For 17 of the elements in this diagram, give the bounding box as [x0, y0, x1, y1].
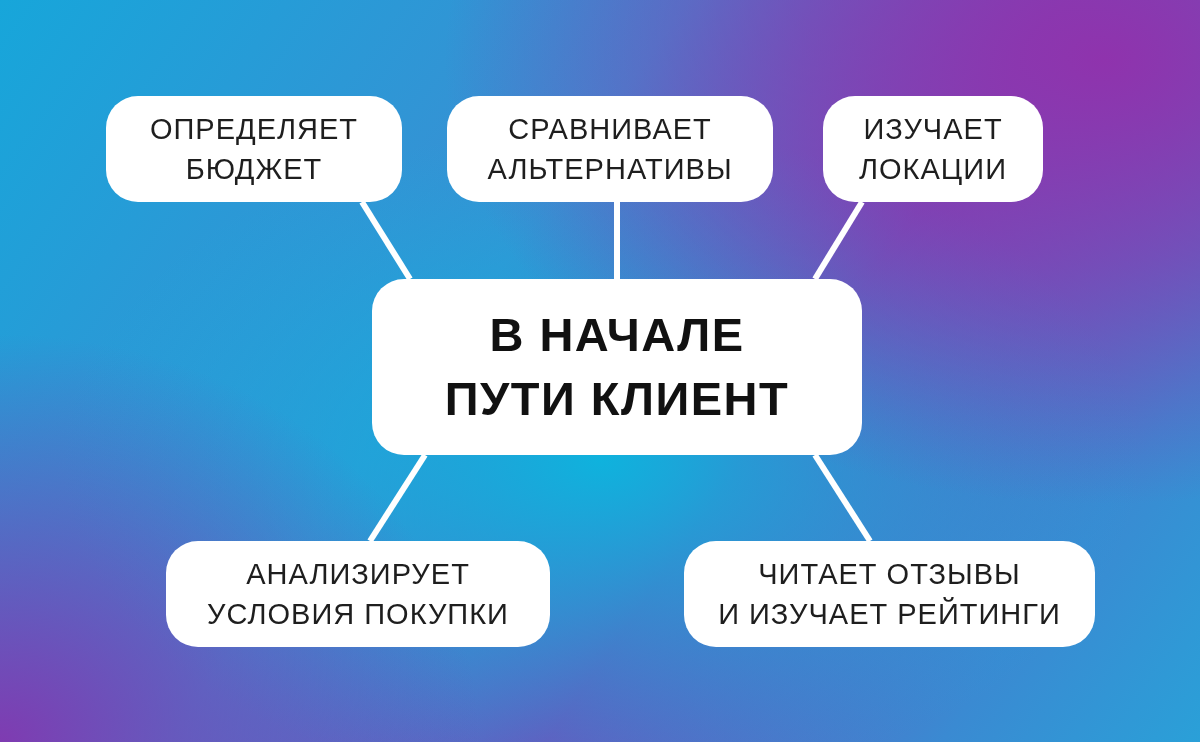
topic-box — [166, 541, 550, 647]
connector-line — [812, 453, 873, 543]
connector-line — [367, 453, 428, 543]
topic-box — [106, 96, 402, 202]
topic-label: ОПРЕДЕЛЯЕТ БЮДЖЕТ — [149, 112, 359, 187]
central-label: В НАЧАЛЕ ПУТИ КЛИЕНТ — [444, 307, 790, 427]
topic-label: АНАЛИЗИРУЕТ УСЛОВИЯ ПОКУПКИ — [207, 557, 509, 632]
connector-line — [359, 200, 413, 281]
connector-line — [812, 200, 865, 281]
topic-label: ИЗУЧАЕТ ЛОКАЦИИ — [859, 112, 1007, 187]
connector-line — [614, 202, 620, 279]
topic-label: ЧИТАЕТ ОТЗЫВЫ И ИЗУЧАЕТ РЕЙТИНГИ — [718, 557, 1061, 632]
topic-box — [823, 96, 1043, 202]
central-box — [372, 279, 862, 455]
topic-label: СРАВНИВАЕТ АЛЬТЕРНАТИВЫ — [487, 112, 733, 187]
topic-box — [684, 541, 1095, 647]
topic-box — [447, 96, 773, 202]
